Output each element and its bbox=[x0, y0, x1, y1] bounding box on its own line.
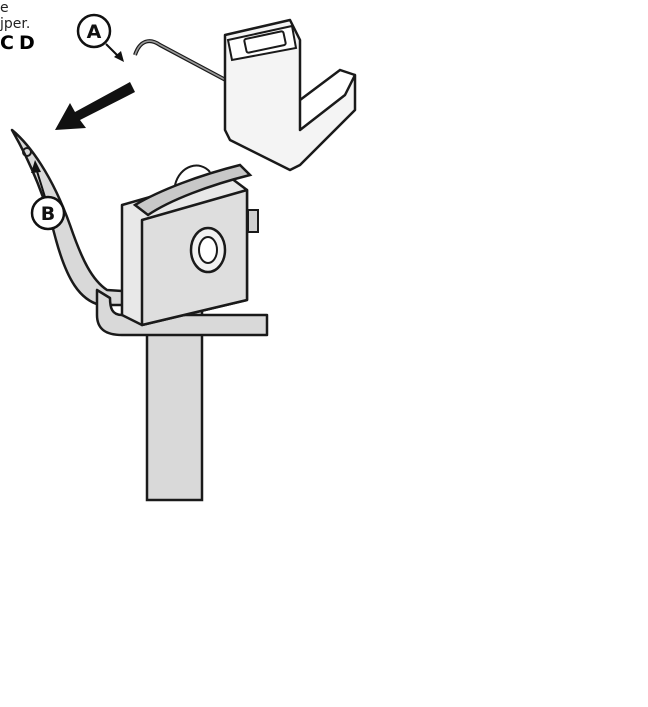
cut-text-2: jper. bbox=[0, 16, 31, 32]
callout-a-label: A bbox=[87, 21, 102, 43]
callout-b-circle bbox=[30, 195, 66, 231]
callout-c-circle: C bbox=[0, 32, 19, 54]
callout-a-circle bbox=[76, 13, 112, 49]
removal-arrow bbox=[55, 82, 135, 130]
panel-step-2: C bbox=[0, 32, 19, 54]
rotate-arrow-c: C bbox=[0, 32, 19, 54]
callout-d-circle: D bbox=[19, 32, 35, 54]
panel-step-1: A B bbox=[10, 13, 357, 502]
rotate-arrow-d: D bbox=[19, 32, 35, 54]
panel-step-4: D bbox=[19, 32, 35, 54]
callout-c-label: C bbox=[0, 32, 14, 54]
callout-b-label: B bbox=[41, 203, 55, 225]
callout-d-label: D bbox=[19, 32, 35, 54]
cut-text-1: e bbox=[0, 0, 9, 16]
